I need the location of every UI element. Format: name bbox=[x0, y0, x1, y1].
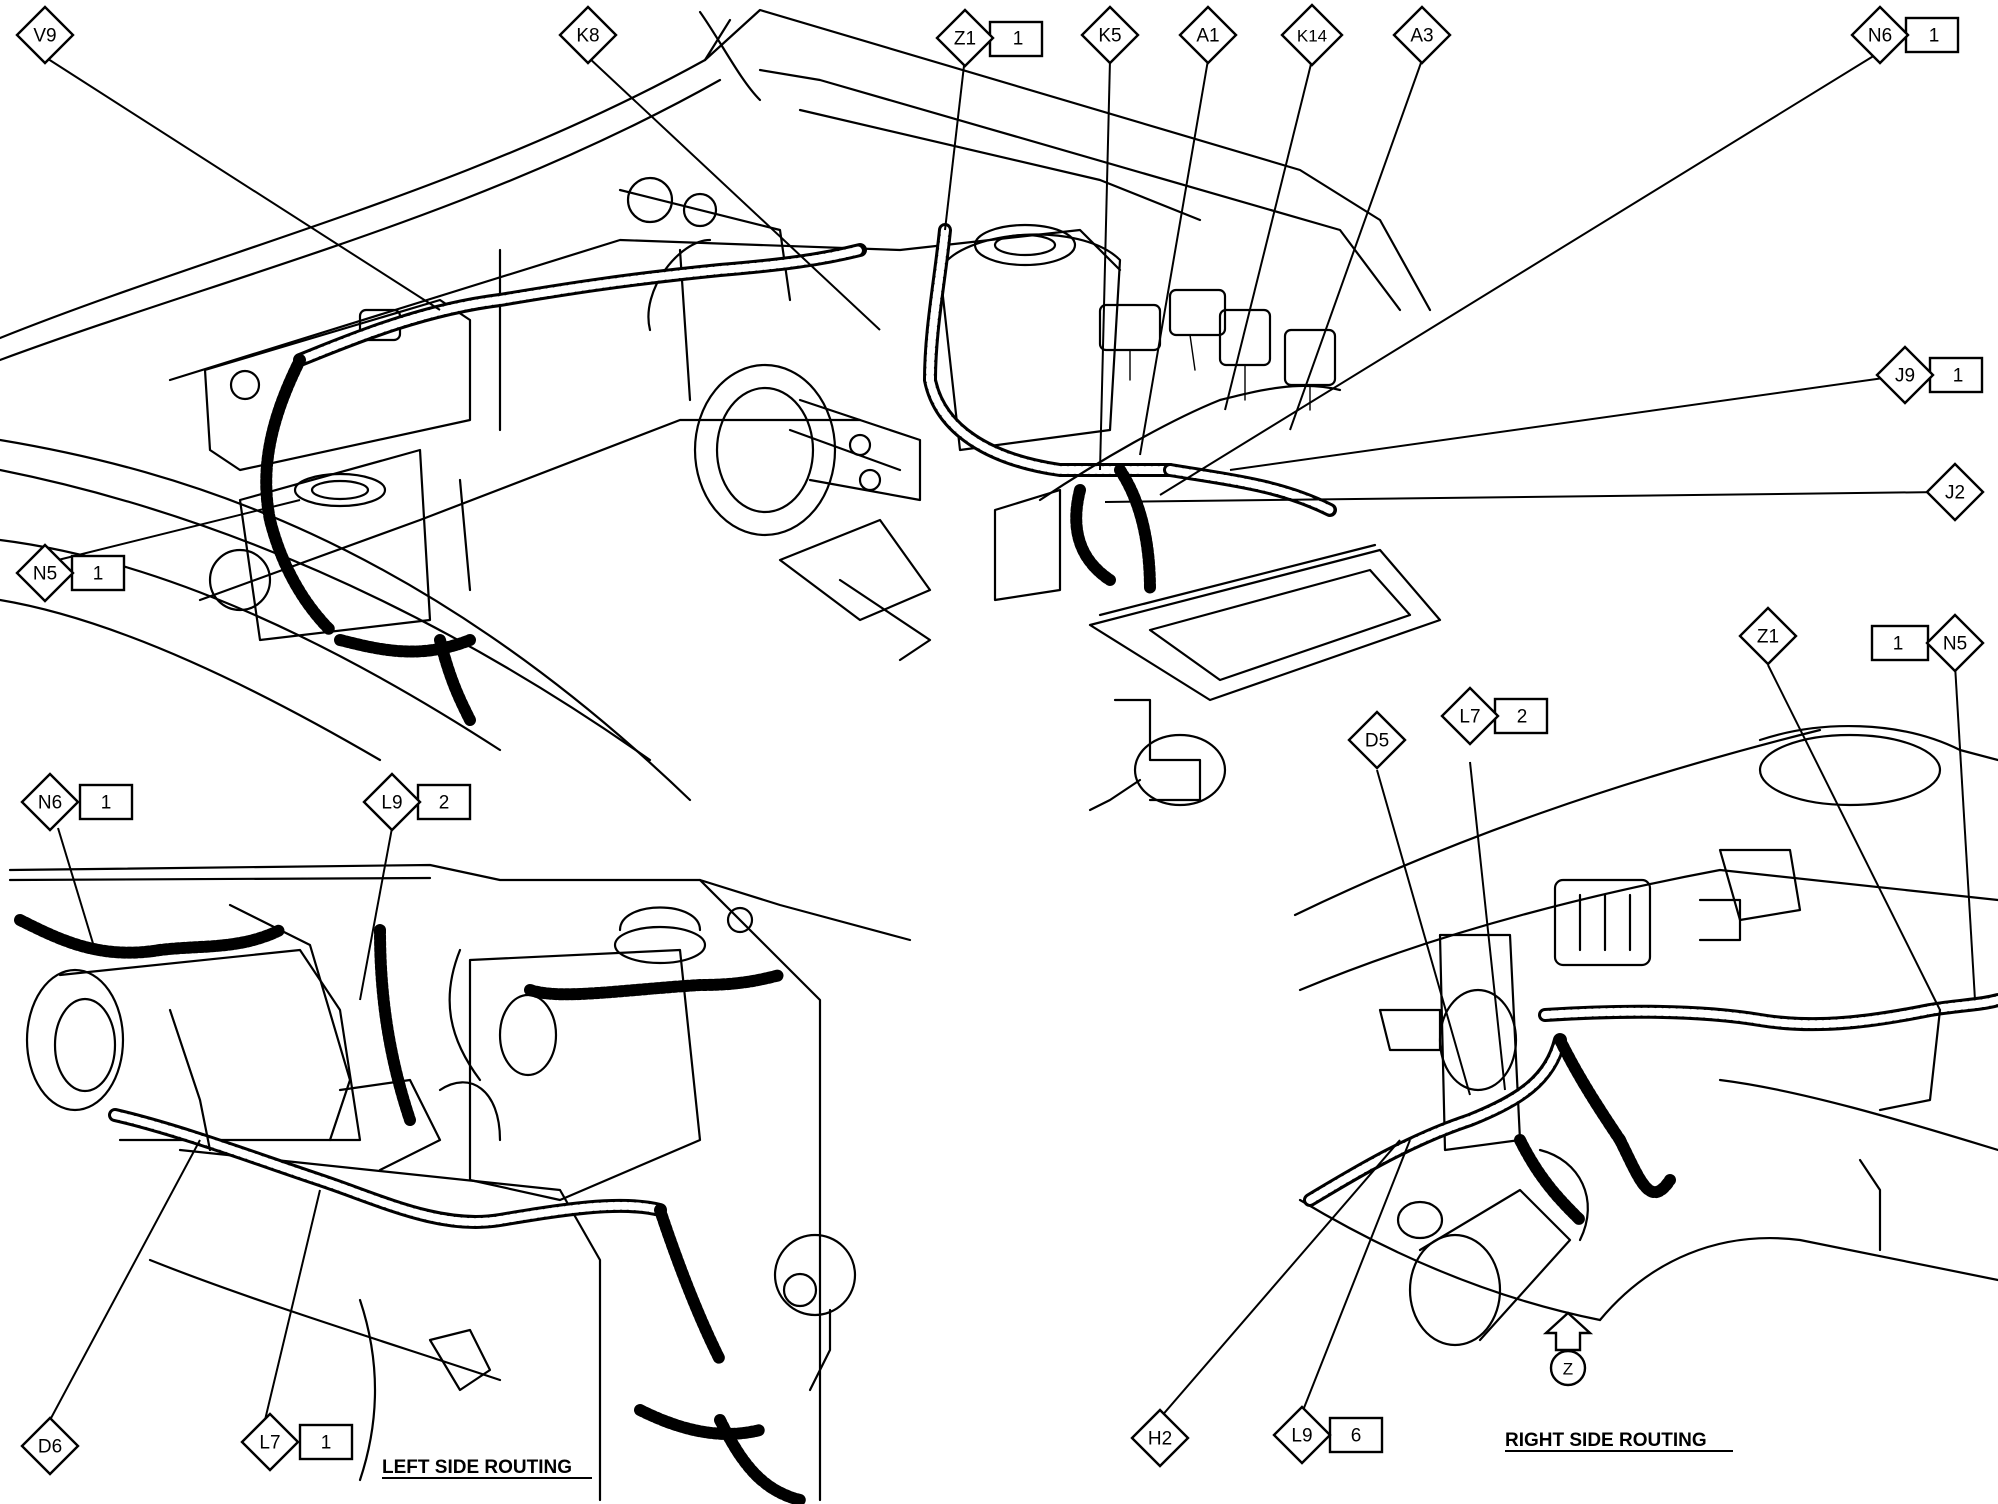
callout-code: A3 bbox=[1410, 26, 1433, 47]
view-marker-circle bbox=[1549, 1349, 1587, 1387]
caption-left: LEFT SIDE ROUTING bbox=[382, 1457, 592, 1479]
callout-number: 6 bbox=[1351, 1426, 1362, 1447]
callout-N5-right: N5 1 bbox=[1870, 613, 1985, 673]
callout-number: 1 bbox=[1929, 26, 1940, 47]
callout-number: 1 bbox=[321, 1433, 332, 1454]
callout-code: N6 bbox=[1868, 26, 1892, 47]
callout-number-box bbox=[988, 20, 1044, 58]
callout-K8: K8 bbox=[558, 5, 618, 65]
callout-number: 1 bbox=[1953, 366, 1964, 387]
callout-L9-right: L9 6 bbox=[1272, 1405, 1384, 1465]
callout-K14: K14 bbox=[1280, 3, 1344, 67]
left-side-routing-illustration bbox=[8, 863, 912, 1504]
callout-code: L9 bbox=[381, 793, 402, 814]
callout-code: J2 bbox=[1945, 483, 1965, 504]
callout-L7-right: L7 2 bbox=[1440, 686, 1549, 746]
callout-J9: J9 1 bbox=[1875, 345, 1984, 405]
callout-code: H2 bbox=[1148, 1429, 1172, 1450]
callout-number-box bbox=[70, 554, 126, 592]
callout-number-box bbox=[1493, 697, 1549, 735]
callout-diamond bbox=[1392, 5, 1452, 65]
callout-L9-left: L9 2 bbox=[362, 772, 472, 832]
callout-code: A1 bbox=[1196, 26, 1219, 47]
callout-diamond bbox=[362, 772, 422, 832]
callout-diamond bbox=[1347, 710, 1407, 770]
view-marker-label: Z bbox=[1563, 1360, 1573, 1379]
callout-code: N5 bbox=[1943, 634, 1967, 655]
callout-diamond bbox=[1178, 5, 1238, 65]
callout-N5-left: N5 1 bbox=[15, 543, 126, 603]
callout-code: L7 bbox=[1459, 707, 1480, 728]
caption-right-text: RIGHT SIDE ROUTING bbox=[1505, 1430, 1707, 1451]
callout-number-box bbox=[298, 1423, 354, 1461]
callout-code: L7 bbox=[259, 1433, 280, 1454]
callout-diamond bbox=[20, 1416, 80, 1476]
callout-N6-left: N6 1 bbox=[20, 772, 134, 832]
view-arrow-icon bbox=[1542, 1311, 1594, 1352]
callout-code: K5 bbox=[1098, 26, 1121, 47]
callout-Z1: Z1 1 bbox=[935, 8, 1044, 68]
callout-diamond bbox=[935, 8, 995, 68]
callout-V9: V9 bbox=[15, 5, 75, 65]
callout-code: Z1 bbox=[1757, 627, 1779, 648]
callout-Z1-right: Z1 bbox=[1738, 606, 1798, 666]
callout-code: V9 bbox=[33, 26, 56, 47]
callout-number: 1 bbox=[93, 564, 104, 585]
callout-code: L9 bbox=[1291, 1426, 1312, 1447]
callout-K5: K5 bbox=[1080, 5, 1140, 65]
callout-A1: A1 bbox=[1178, 5, 1238, 65]
callout-diamond bbox=[558, 5, 618, 65]
callout-diamond bbox=[1925, 462, 1985, 522]
callout-number-box bbox=[1928, 356, 1984, 394]
callout-code: K14 bbox=[1297, 27, 1327, 46]
callout-code: Z1 bbox=[954, 29, 976, 50]
callout-D6: D6 bbox=[20, 1416, 80, 1476]
callout-L7-left: L7 1 bbox=[240, 1412, 354, 1472]
callout-diamond bbox=[1272, 1405, 1332, 1465]
callout-diamond bbox=[20, 772, 80, 832]
callout-diamond bbox=[15, 5, 75, 65]
callout-D5: D5 bbox=[1347, 710, 1407, 770]
callout-number: 1 bbox=[101, 793, 112, 814]
callout-code: J9 bbox=[1895, 366, 1915, 387]
callout-diamond bbox=[1130, 1408, 1190, 1468]
callout-diamond bbox=[1875, 345, 1935, 405]
right-side-routing-illustration bbox=[1293, 724, 1998, 1347]
engine-compartment-illustration bbox=[0, 8, 1442, 812]
callout-number: 2 bbox=[1517, 707, 1528, 728]
leader-lines bbox=[44, 51, 1976, 1421]
callout-number: 1 bbox=[1893, 634, 1904, 655]
callout-diamond bbox=[1440, 686, 1500, 746]
callout-number: 1 bbox=[1013, 29, 1024, 50]
callout-diamond bbox=[1925, 613, 1985, 673]
callout-code: D6 bbox=[38, 1437, 62, 1458]
callout-diamond bbox=[1280, 3, 1344, 67]
callout-code: K8 bbox=[576, 26, 599, 47]
callout-number: 2 bbox=[439, 793, 450, 814]
callout-code: D5 bbox=[1365, 731, 1389, 752]
callout-number-box bbox=[416, 783, 472, 821]
caption-right: RIGHT SIDE ROUTING bbox=[1505, 1430, 1733, 1452]
callout-H2: H2 bbox=[1130, 1408, 1190, 1468]
view-arrow-marker: Z bbox=[1542, 1311, 1594, 1387]
callout-diamond bbox=[1850, 5, 1910, 65]
callout-J2: J2 bbox=[1925, 462, 1985, 522]
callout-diamond bbox=[1738, 606, 1798, 666]
callout-code: N6 bbox=[38, 793, 62, 814]
callout-diamond bbox=[240, 1412, 300, 1472]
callout-N6-top: N6 1 bbox=[1850, 5, 1960, 65]
callout-diamond bbox=[1080, 5, 1140, 65]
callout-code: N5 bbox=[33, 564, 57, 585]
callout-A3: A3 bbox=[1392, 5, 1452, 65]
caption-left-text: LEFT SIDE ROUTING bbox=[382, 1457, 572, 1478]
callout-diamond bbox=[15, 543, 75, 603]
callout-number-box bbox=[78, 783, 134, 821]
